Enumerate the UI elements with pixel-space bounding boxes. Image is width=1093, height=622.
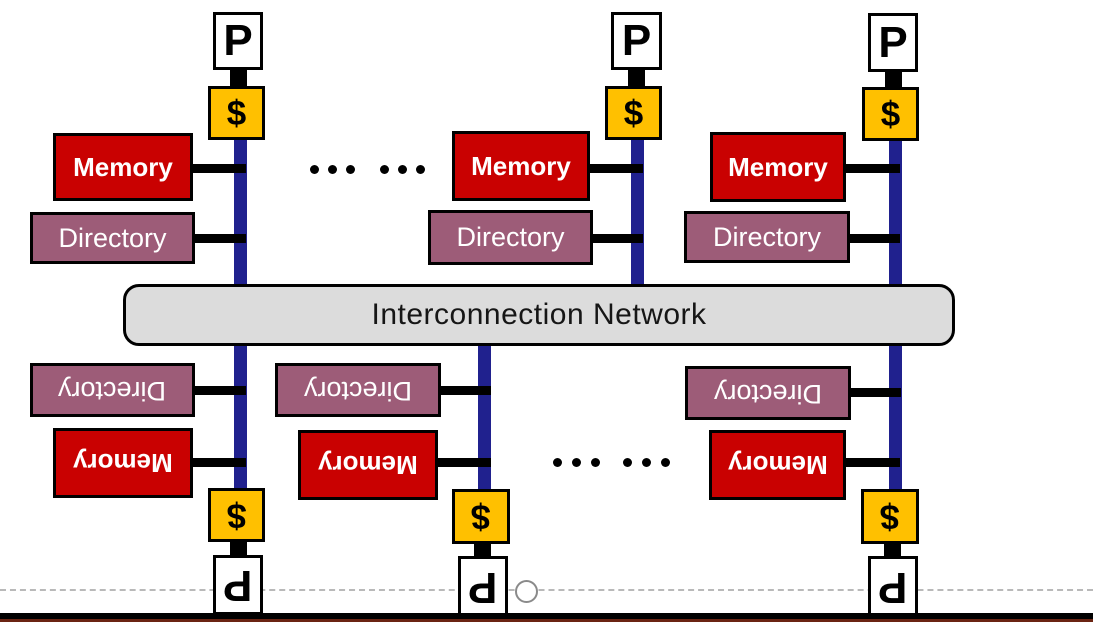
processor-label: P — [223, 561, 253, 610]
cache-box: $ — [208, 488, 265, 542]
processor-label: P — [621, 16, 652, 65]
directory-label: Directory — [58, 375, 167, 406]
memory-bus-link — [844, 164, 900, 173]
cache-box: $ — [208, 86, 265, 140]
memory-bus-link — [190, 164, 246, 173]
cache-label: $ — [880, 497, 900, 536]
processor-label: P — [878, 562, 908, 612]
memory-label: Memory — [73, 448, 173, 478]
memory-box: Memory — [298, 430, 438, 500]
directory-box: Directory — [275, 363, 441, 417]
processor-box: P — [458, 556, 508, 617]
directory-label: Directory — [303, 375, 412, 406]
processor-box: P — [213, 12, 263, 70]
ellipsis-dot — [398, 165, 407, 174]
memory-label: Memory — [318, 450, 418, 480]
small-circle-marker — [515, 580, 538, 603]
directory-label: Directory — [456, 222, 565, 252]
memory-box: Memory — [53, 133, 193, 201]
ellipsis-dot — [416, 165, 425, 174]
memory-box: Memory — [452, 131, 590, 201]
directory-box: Directory — [428, 210, 593, 265]
footer-rule-maroon — [0, 619, 1093, 622]
directory-box: Directory — [684, 211, 850, 263]
processor-box: P — [213, 555, 263, 615]
ellipsis-dot — [591, 458, 600, 467]
ellipsis-dot — [346, 165, 355, 174]
footer-rule-black — [0, 613, 1093, 619]
cache-box: $ — [452, 489, 510, 544]
memory-bus-link — [436, 458, 491, 467]
processor-label: P — [223, 16, 253, 65]
directory-label: Directory — [712, 221, 821, 252]
directory-bus-link — [849, 388, 901, 397]
memory-bus-link — [190, 458, 246, 467]
directory-bus-link — [192, 386, 246, 395]
memory-box: Memory — [709, 430, 846, 500]
ellipsis-dot — [328, 165, 337, 174]
ellipsis-dot — [572, 458, 581, 467]
ellipsis-dot — [642, 458, 651, 467]
interconnection-network-label: Interconnection Network — [371, 298, 707, 331]
memory-label: Memory — [727, 450, 828, 480]
dashed-guide-line — [0, 589, 1093, 591]
processor-cache-link — [628, 66, 645, 90]
ellipsis-dot — [553, 458, 562, 467]
memory-bus-link — [844, 458, 900, 467]
cache-box: $ — [605, 86, 662, 140]
directory-box: Directory — [30, 212, 195, 264]
processor-cache-link — [230, 66, 247, 90]
cache-label: $ — [471, 497, 491, 536]
processor-cache-link — [885, 68, 902, 90]
processor-box: P — [868, 13, 918, 72]
memory-label: Memory — [728, 152, 828, 182]
ellipsis-dot — [310, 165, 319, 174]
cache-label: $ — [226, 495, 247, 535]
memory-label: Memory — [73, 152, 173, 182]
cache-label: $ — [623, 93, 644, 133]
cache-box: $ — [862, 87, 919, 141]
directory-bus-link — [192, 234, 246, 243]
directory-box: Directory — [30, 363, 195, 417]
directory-box: Directory — [685, 366, 851, 420]
directory-label: Directory — [713, 378, 822, 409]
memory-box: Memory — [53, 428, 193, 498]
processor-cache-link — [474, 541, 491, 559]
directory-label: Directory — [58, 222, 167, 253]
memory-label: Memory — [471, 151, 571, 181]
processor-box: P — [868, 556, 918, 617]
ellipsis-dot — [661, 458, 670, 467]
ellipsis-dot — [623, 458, 632, 467]
directory-bus-link — [848, 234, 900, 243]
directory-bus-link — [439, 386, 491, 395]
processor-cache-link — [884, 541, 901, 559]
processor-label: P — [878, 17, 908, 67]
interconnection-network: Interconnection Network — [123, 284, 955, 346]
memory-box: Memory — [710, 132, 846, 202]
cache-label: $ — [880, 94, 901, 134]
directory-bus-link — [590, 234, 643, 243]
cache-box: $ — [861, 489, 919, 544]
cache-label: $ — [226, 93, 247, 133]
ellipsis-dot — [380, 165, 389, 174]
processor-label: P — [468, 562, 498, 612]
processor-cache-link — [230, 539, 247, 559]
processor-box: P — [611, 12, 662, 70]
memory-bus-link — [588, 164, 643, 173]
